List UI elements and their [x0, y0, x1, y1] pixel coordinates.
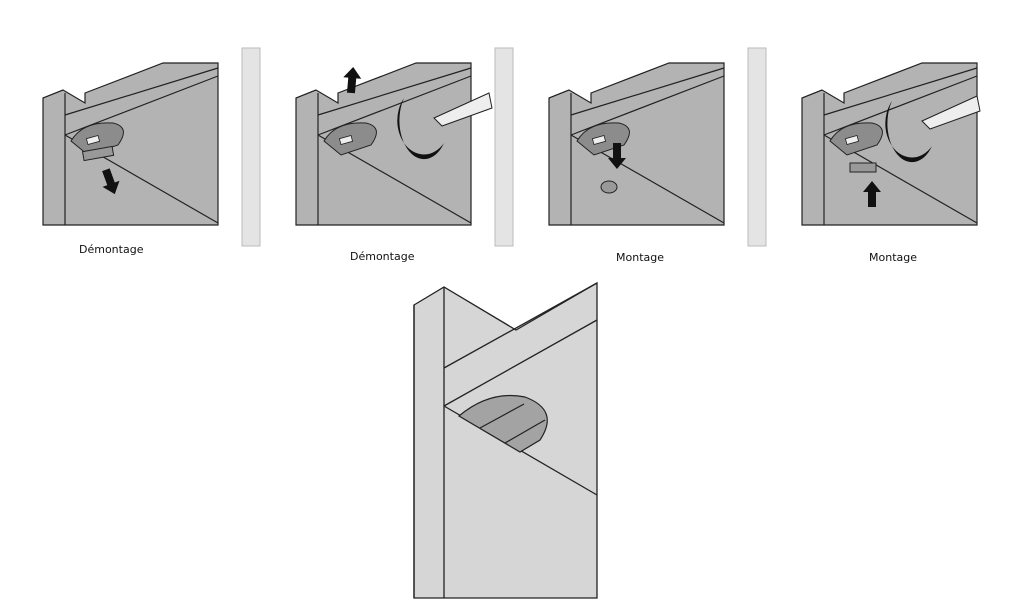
divider — [494, 47, 514, 247]
detail-illustration — [413, 281, 598, 599]
step-1-label: Démontage — [79, 243, 144, 256]
step-4-illustration — [801, 62, 981, 226]
step-3-illustration — [548, 62, 725, 226]
divider — [747, 47, 767, 247]
step-4-label: Montage — [869, 251, 917, 264]
step-2-label: Démontage — [350, 250, 415, 263]
screw-icon — [600, 180, 618, 194]
step-2-illustration — [295, 62, 493, 226]
step-3-label: Montage — [616, 251, 664, 264]
step-1-illustration — [42, 62, 219, 226]
divider — [241, 47, 261, 247]
